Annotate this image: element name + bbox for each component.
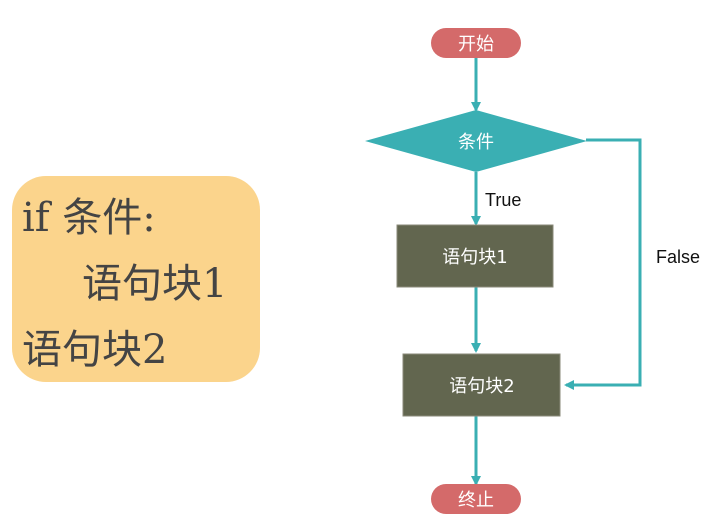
condition-node bbox=[365, 110, 587, 172]
block1-node bbox=[396, 224, 554, 288]
start-node bbox=[431, 28, 521, 58]
code-snippet-box: if 条件: 语句块1 语句块2 bbox=[12, 176, 260, 382]
start-node-label: 开始 bbox=[458, 34, 494, 55]
false-label: False bbox=[656, 247, 700, 267]
code-line-block1: 语句块1 bbox=[82, 261, 228, 307]
block2-node-label: 语句块2 bbox=[449, 376, 514, 397]
condition-node-label: 条件 bbox=[458, 132, 494, 153]
code-line-if: if 条件: bbox=[22, 195, 156, 241]
true-label: True bbox=[485, 190, 521, 210]
block1-node-label: 语句块1 bbox=[442, 247, 507, 268]
code-line-block2: 语句块2 bbox=[22, 327, 168, 373]
end-node-label: 终止 bbox=[458, 490, 494, 511]
edge-condition-false-to-block2 bbox=[564, 138, 642, 390]
block2-node bbox=[402, 353, 561, 417]
end-node bbox=[431, 484, 521, 514]
